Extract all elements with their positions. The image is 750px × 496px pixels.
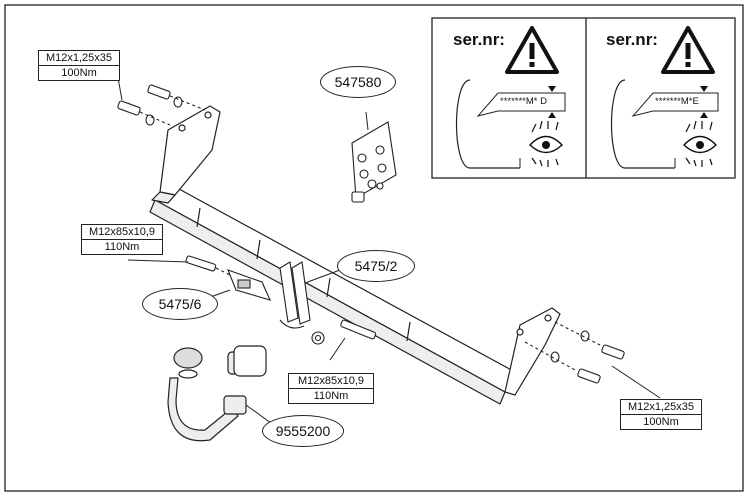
warning-triangle-icon bbox=[505, 26, 559, 74]
vehicle-bumper-outline bbox=[455, 79, 520, 169]
bolt-spec-middle-left: M12x85x10,9 110Nm bbox=[81, 224, 163, 255]
electrical-socket-kit bbox=[351, 121, 397, 203]
bolt-spec-center: M12x85x10,9 110Nm bbox=[288, 373, 374, 404]
serial-heading: ser.nr: bbox=[606, 30, 658, 49]
bolt-spec-bottom-right: M12x1,25x35 100Nm bbox=[620, 399, 702, 430]
part-label-5475-6: 5475/6 bbox=[142, 288, 218, 320]
part-label-9555200: 9555200 bbox=[262, 415, 344, 447]
serial-code: *******M* D bbox=[500, 96, 547, 107]
bolt-torque-label: 100Nm bbox=[643, 416, 679, 428]
leader-lines bbox=[117, 77, 661, 427]
tow-ball-neck bbox=[167, 345, 267, 442]
right-mounting-plate bbox=[504, 307, 561, 396]
center-bolt bbox=[340, 319, 377, 340]
eye-icon bbox=[529, 120, 563, 167]
bolt-torque-label: 110Nm bbox=[313, 390, 349, 402]
side-plate bbox=[185, 255, 271, 301]
outer-frame bbox=[4, 4, 744, 492]
bolt-torque-label: 110Nm bbox=[104, 241, 140, 253]
bolt-size-label: M12x85x10,9 bbox=[289, 374, 373, 389]
bolt-set-right bbox=[524, 321, 625, 384]
eye-icon bbox=[683, 120, 717, 167]
center-bracket bbox=[279, 261, 325, 345]
part-label-5475-2: 5475/2 bbox=[337, 250, 415, 282]
vehicle-bumper-outline bbox=[610, 79, 675, 169]
bolt-size-label: M12x1,25x35 bbox=[621, 400, 701, 415]
serial-heading: ser.nr: bbox=[453, 30, 505, 49]
left-mounting-plate bbox=[151, 105, 221, 204]
bolt-torque-label: 100Nm bbox=[61, 67, 97, 79]
bolt-size-label: M12x1,25x35 bbox=[39, 51, 119, 66]
bolt-size-label: M12x85x10,9 bbox=[82, 225, 162, 240]
bolt-set-top-left bbox=[117, 84, 206, 126]
bolt-spec-top-left: M12x1,25x35 100Nm bbox=[38, 50, 120, 81]
part-label-547580: 547580 bbox=[320, 66, 396, 98]
warning-triangle-icon bbox=[661, 26, 715, 74]
serial-code: *******M*E bbox=[655, 96, 699, 107]
